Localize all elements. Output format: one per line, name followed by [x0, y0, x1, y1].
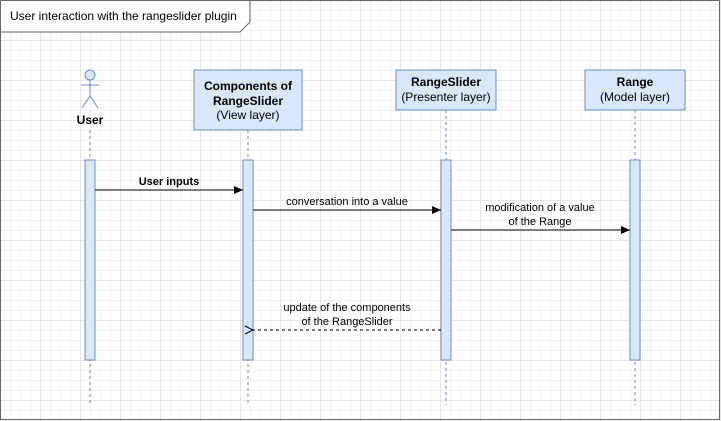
message-conversion-label: conversation into a value	[286, 196, 408, 208]
actor-user-label: User	[77, 113, 104, 127]
lifeline-head-presenter	[395, 69, 497, 111]
message-update-line2: of the RangeSlider	[301, 316, 392, 328]
view-head-line3: (View layer)	[216, 108, 279, 122]
actor-user: User	[77, 69, 104, 127]
activation-user	[84, 159, 96, 361]
activation-presenter	[440, 159, 452, 361]
model-head-line2: (Model layer)	[600, 90, 670, 104]
user-stick-figure-icon	[81, 69, 99, 109]
message-user-inputs-label: User inputs	[139, 176, 200, 188]
view-head-line2: RangeSlider	[213, 94, 283, 108]
lifeline-head-model	[584, 69, 686, 111]
presenter-head-line1: RangeSlider	[411, 75, 481, 89]
activation-view	[242, 159, 254, 361]
message-modification-line1: modification of a value	[485, 202, 594, 214]
frame-title: User interaction with the rangeslider pl…	[10, 9, 237, 23]
view-head-line1: Components of	[204, 79, 293, 93]
activation-model	[629, 159, 641, 361]
message-modification-line2: of the Range	[509, 216, 572, 228]
model-head-line1: Range	[617, 75, 654, 89]
lifeline-head-view	[193, 69, 303, 131]
presenter-head-line2: (Presenter layer)	[401, 90, 490, 104]
frame-label-box	[0, 0, 251, 33]
message-update-line1: update of the components	[283, 302, 411, 314]
